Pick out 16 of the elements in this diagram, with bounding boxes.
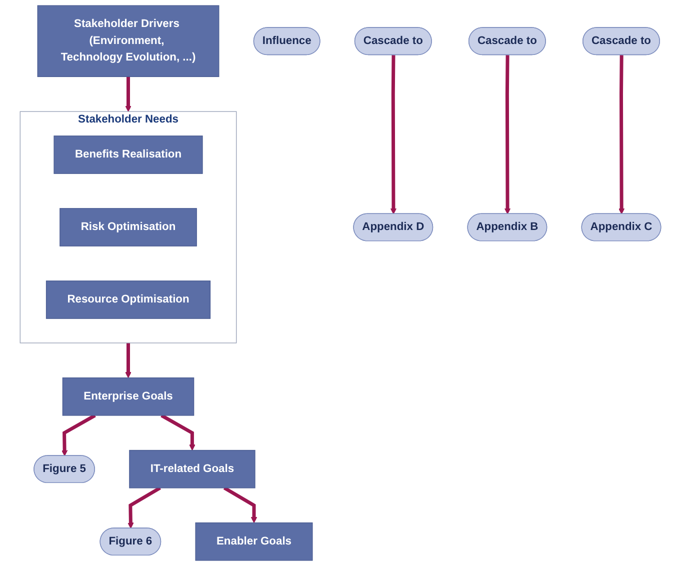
- arrow: [125, 342, 132, 378]
- node-box: IT-related Goals: [129, 450, 256, 488]
- node-box: Enterprise Goals: [62, 377, 194, 416]
- node-box: Benefits Realisation: [54, 136, 203, 174]
- arrow: [62, 414, 96, 456]
- arrow: [504, 55, 511, 214]
- node-box: Resource Optimisation: [46, 280, 211, 319]
- arrow: [223, 486, 258, 524]
- arrow: [390, 55, 397, 214]
- node-box: Stakeholder Drivers (Environment, Technology Evolution, ...): [37, 5, 220, 78]
- arrow: [160, 414, 196, 451]
- node-box: Risk Optimisation: [60, 208, 197, 246]
- node-box: Enabler Goals: [195, 522, 313, 561]
- arrow: [128, 486, 162, 529]
- arrow: [125, 76, 132, 112]
- arrow: [618, 55, 625, 214]
